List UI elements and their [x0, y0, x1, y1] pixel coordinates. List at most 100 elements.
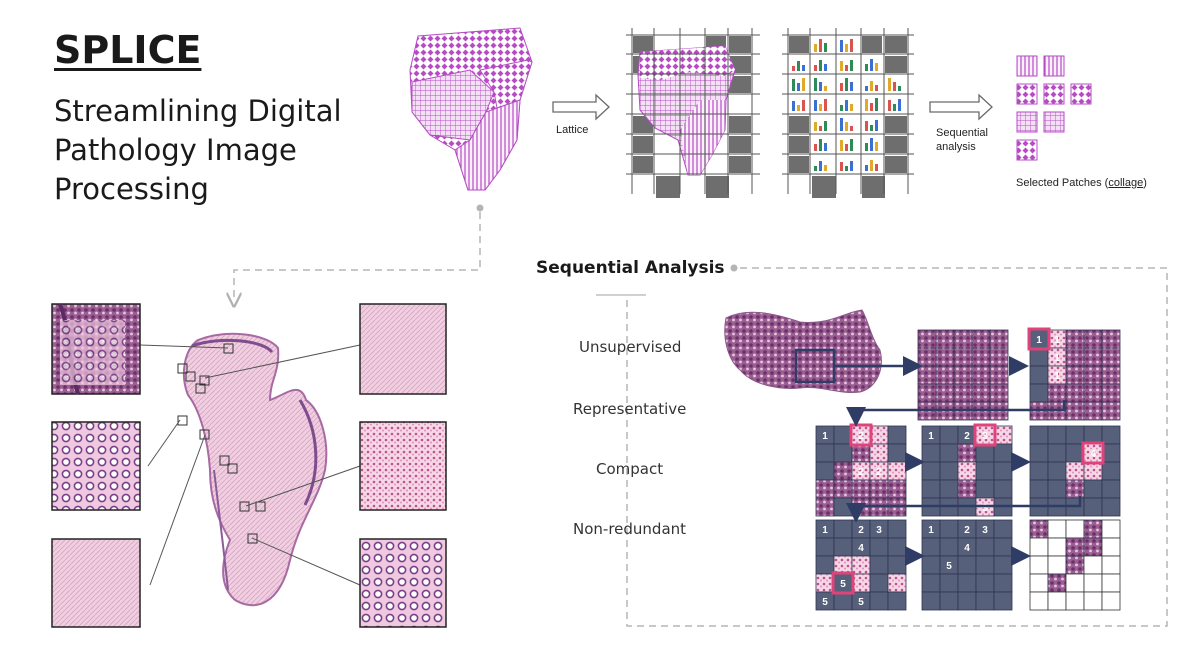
grid-cell: [887, 519, 907, 539]
grid-cell: [1101, 573, 1121, 593]
grid-cell: [935, 329, 955, 349]
grid-cell: [921, 591, 941, 611]
grid-cell-number: 2: [964, 525, 970, 536]
grid-cell: [1101, 591, 1121, 611]
grid-cell: [939, 479, 959, 499]
grid-cell-number: 5: [858, 597, 864, 608]
sequential-grid: [917, 329, 1009, 421]
histogram-bar: [850, 161, 853, 171]
histogram-bar: [845, 44, 848, 52]
histogram-bar: [893, 82, 896, 91]
histogram-bar: [870, 138, 873, 151]
grid-cell: [887, 591, 907, 611]
collage-link[interactable]: collage: [1108, 177, 1144, 189]
grid-cell: [953, 365, 973, 385]
grid-cell: [939, 461, 959, 481]
grid-cell: [921, 555, 941, 575]
grid-cell: [869, 479, 889, 499]
histogram-bar: [814, 122, 817, 131]
histogram-bar: [819, 104, 822, 111]
grid-cell: [921, 479, 941, 499]
page-subtitle: Streamlining Digital Pathology Image Pro…: [54, 94, 342, 206]
grid-cell: [993, 591, 1013, 611]
grid-cell: [1029, 461, 1049, 481]
grid-cell: [993, 537, 1013, 557]
grid-cell: [1065, 401, 1085, 421]
grid-cell: [993, 443, 1013, 463]
selected-cell-highlight: [973, 423, 997, 447]
grid-cell-number: 4: [964, 543, 970, 554]
histogram-bar: [797, 105, 800, 111]
grid-cell: [1029, 573, 1049, 593]
grid-cell: [957, 591, 977, 611]
grid-cell: [1101, 497, 1121, 517]
histogram-bar: [819, 126, 822, 131]
grid-cell: [815, 573, 835, 593]
grid-cell: [869, 443, 889, 463]
histogram-bar: [875, 142, 878, 151]
grid-cell: [1065, 537, 1085, 557]
histogram-bar: [850, 139, 853, 151]
grid-cell: [1047, 479, 1067, 499]
grid-cell: [1029, 383, 1049, 403]
wsi-thumbnail: [724, 309, 882, 394]
grid-cell: [1083, 591, 1103, 611]
grid-cell: [1029, 537, 1049, 557]
grid-cell: [957, 443, 977, 463]
grid-cell: [1065, 555, 1085, 575]
grid-cell: [815, 497, 835, 517]
histogram-bar: [824, 121, 827, 131]
grid-cell: [989, 383, 1009, 403]
grid-cell: [921, 573, 941, 593]
grid-cell: [975, 479, 995, 499]
grid-cell: [815, 443, 835, 463]
histogram-bar: [819, 39, 822, 52]
histogram-bar: [819, 82, 822, 91]
grid-cell: [935, 383, 955, 403]
grid-cell: [869, 555, 889, 575]
histogram-bar: [865, 165, 868, 171]
sequential-arrow: [929, 93, 993, 121]
grid-cell: [1029, 425, 1049, 445]
histogram-bar: [865, 143, 868, 151]
grid-cell: [939, 425, 959, 445]
selected-patches-collage: [1016, 55, 1092, 161]
connector-dashed: [234, 204, 1168, 627]
grid-cell: [1101, 461, 1121, 481]
histogram-bar: [797, 61, 800, 71]
histogram-bar: [865, 121, 868, 131]
grid-cell: [989, 347, 1009, 367]
grid-cell-number: 1: [822, 525, 828, 536]
histogram-bar: [792, 66, 795, 71]
grid-cell: [939, 537, 959, 557]
grid-cell: [935, 365, 955, 385]
grid-cell: [815, 537, 835, 557]
grid-cell-number: 5: [946, 561, 952, 572]
grid-cell: [953, 383, 973, 403]
grid-cell: [975, 537, 995, 557]
grid-cell: [869, 573, 889, 593]
histogram-bar: [814, 78, 817, 91]
grid-cell: [1029, 347, 1049, 367]
grid-cell: [993, 479, 1013, 499]
grid-cell: [975, 573, 995, 593]
sequential-analysis-title: Sequential Analysis: [536, 258, 725, 278]
grid-cell-number: 2: [876, 467, 882, 478]
histogram-bar: [850, 39, 853, 52]
grid-cell: [1047, 573, 1067, 593]
grid-cell: [1029, 591, 1049, 611]
grid-cell: [1083, 479, 1103, 499]
grid-cell: [1047, 555, 1067, 575]
grid-cell: [887, 461, 907, 481]
grid-cell: [1101, 555, 1121, 575]
selected-cell-highlight: [1081, 441, 1105, 465]
grid-cell-number: 1: [1054, 335, 1060, 346]
selected-patches-end: ): [1143, 177, 1147, 189]
histogram-bar: [875, 85, 878, 91]
grid-cell: [939, 519, 959, 539]
histogram-bar: [824, 143, 827, 151]
grid-cell: [971, 347, 991, 367]
histogram-bar: [824, 165, 827, 171]
